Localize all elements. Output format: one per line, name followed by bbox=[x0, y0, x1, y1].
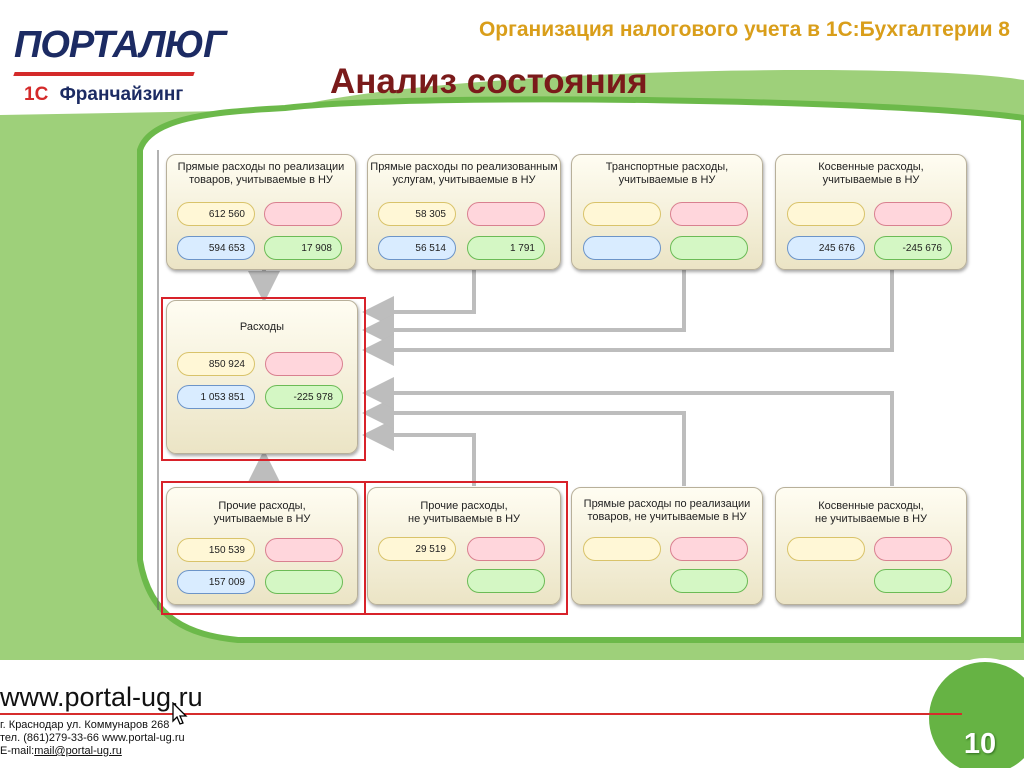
page-number: 10 bbox=[963, 728, 997, 760]
value-pink bbox=[467, 537, 545, 561]
footer-address: г. Краснодар ул. Коммунаров 268 bbox=[0, 719, 170, 731]
node-label: Косвенные расходы, не учитываемые в НУ bbox=[815, 500, 927, 525]
value-pink bbox=[670, 202, 748, 226]
slide-title: Анализ состояния bbox=[330, 62, 648, 101]
email-link[interactable]: mail@portal-ug.ru bbox=[34, 745, 122, 757]
footer-website[interactable]: www.portal-ug.ru bbox=[0, 682, 203, 712]
value-pink bbox=[670, 537, 748, 561]
node-label: Прочие расходы, не учитываемые в НУ bbox=[408, 500, 520, 525]
value-blue: 157 009 bbox=[177, 570, 255, 594]
page-circle bbox=[925, 658, 1024, 768]
node-label: Расходы bbox=[239, 321, 285, 333]
arrow-top2-to-center bbox=[362, 270, 476, 328]
node-other-non-nu: Прочие расходы, не учитываемые в НУ 29 5… bbox=[367, 487, 561, 605]
value-green: 17 908 bbox=[264, 236, 342, 260]
arrow-bottom3-to-center bbox=[362, 397, 686, 486]
slide-subtitle: Организация налогового учета в 1С:Бухгал… bbox=[478, 18, 1010, 41]
value-green bbox=[467, 569, 545, 593]
value-pink bbox=[874, 537, 952, 561]
node-direct-services-nu: Прямые расходы по реализованным услугам,… bbox=[367, 154, 561, 270]
value-green bbox=[670, 236, 748, 260]
highlight-center bbox=[161, 297, 366, 461]
value-green bbox=[874, 569, 952, 593]
value-green: -225 978 bbox=[265, 385, 343, 409]
value-blue: 594 653 bbox=[177, 236, 255, 260]
node-indirect-non-nu: Косвенные расходы, не учитываемые в НУ bbox=[775, 487, 967, 605]
value-green: -245 676 bbox=[874, 236, 952, 260]
value-yellow: 29 519 bbox=[378, 537, 456, 561]
node-label: Прочие расходы, учитываемые в НУ bbox=[213, 500, 311, 525]
value-yellow bbox=[787, 202, 865, 226]
value-green bbox=[265, 570, 343, 594]
value-blue: 56 514 bbox=[378, 236, 456, 260]
value-green bbox=[670, 569, 748, 593]
franchise-label: 1С Франчайзинг bbox=[24, 84, 183, 106]
arrow-top4-to-center bbox=[362, 270, 894, 366]
franchise-text: Франчайзинг bbox=[59, 84, 184, 105]
value-blue: 1 053 851 bbox=[177, 385, 255, 409]
value-pink bbox=[874, 202, 952, 226]
value-blue bbox=[583, 236, 661, 260]
node-label: Прямые расходы по реализации товаров, уч… bbox=[177, 161, 345, 186]
value-pink bbox=[467, 202, 545, 226]
node-label: Транспортные расходы, учитываемые в НУ bbox=[605, 161, 729, 186]
node-label: Косвенные расходы, учитываемые в НУ bbox=[818, 161, 924, 186]
brand-1c: 1С bbox=[24, 84, 49, 105]
cursor-icon bbox=[172, 702, 188, 725]
node-direct-goods-nu: Прямые расходы по реализации товаров, уч… bbox=[166, 154, 356, 270]
arrow-top3-to-center bbox=[362, 270, 686, 346]
node-direct-goods-non-nu: Прямые расходы по реализации товаров, не… bbox=[571, 487, 763, 605]
value-pink bbox=[265, 352, 343, 376]
footer-divider bbox=[0, 713, 962, 715]
node-other-nu: Прочие расходы, учитываемые в НУ 150 539… bbox=[166, 487, 358, 605]
value-yellow: 850 924 bbox=[177, 352, 255, 376]
value-pink bbox=[264, 202, 342, 226]
value-yellow: 150 539 bbox=[177, 538, 255, 562]
node-label: Прямые расходы по реализации товаров, не… bbox=[583, 498, 751, 523]
node-expenses: Расходы 850 924 1 053 851 -225 978 bbox=[166, 300, 358, 454]
value-yellow bbox=[787, 537, 865, 561]
value-yellow bbox=[583, 202, 661, 226]
node-label: Прямые расходы по реализованным услугам,… bbox=[370, 161, 558, 186]
footer-phone: тел. (861)279-33-66 www.portal-ug.ru bbox=[0, 732, 185, 744]
value-yellow: 58 305 bbox=[378, 202, 456, 226]
email-label: E-mail: bbox=[0, 745, 35, 757]
highlight-bottom-second bbox=[364, 481, 568, 615]
node-indirect-nu: Косвенные расходы, учитываемые в НУ 245 … bbox=[775, 154, 967, 270]
arrow-bottom4-to-center bbox=[362, 377, 894, 486]
value-blue: 245 676 bbox=[787, 236, 865, 260]
arrow-bottom2-to-center bbox=[362, 419, 476, 486]
logo: ПОРТАЛЮГ bbox=[14, 24, 226, 66]
value-yellow bbox=[583, 537, 661, 561]
value-yellow: 612 560 bbox=[177, 202, 255, 226]
value-green: 1 791 bbox=[467, 236, 545, 260]
node-transport-nu: Транспортные расходы, учитываемые в НУ bbox=[571, 154, 763, 270]
footer-email: E-mail:mail@portal-ug.ru bbox=[0, 745, 122, 757]
value-pink bbox=[265, 538, 343, 562]
